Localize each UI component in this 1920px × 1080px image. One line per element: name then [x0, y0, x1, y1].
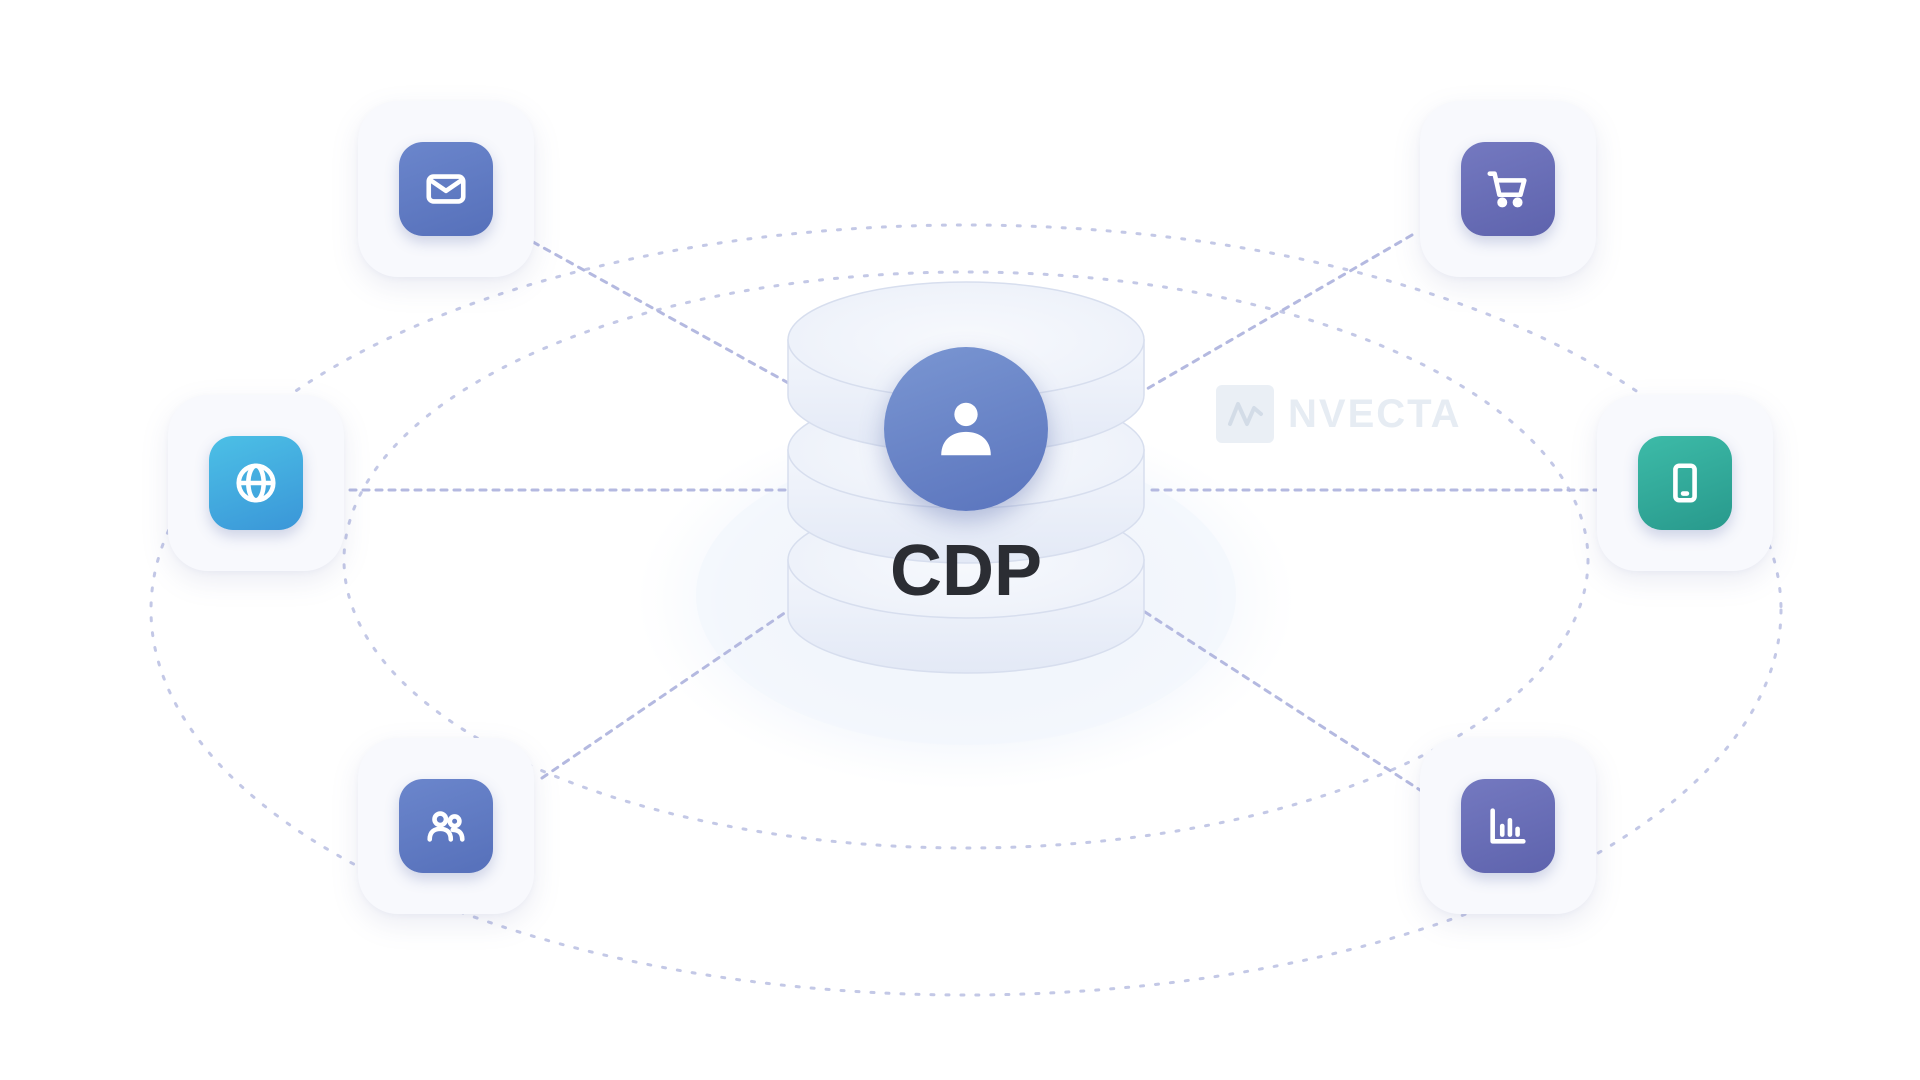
connector-community — [540, 610, 788, 780]
node-web-tile — [209, 436, 303, 530]
bar-chart-icon — [1490, 808, 1526, 844]
globe-icon — [236, 463, 276, 503]
node-ecommerce-tile — [1461, 142, 1555, 236]
watermark-text: NVECTA — [1288, 391, 1462, 436]
node-mobile-tile — [1638, 436, 1732, 530]
connector-email — [531, 240, 794, 387]
cart-icon — [1487, 171, 1527, 208]
node-email[interactable] — [358, 101, 534, 277]
node-ecommerce[interactable] — [1420, 101, 1596, 277]
orbit-ring-inner — [342, 270, 1590, 850]
users-icon — [427, 811, 465, 842]
user-icon — [941, 402, 991, 456]
node-analytics-tile — [1461, 779, 1555, 873]
smartphone-icon — [1673, 463, 1697, 503]
nvecta-logo-icon — [1216, 385, 1274, 443]
cdp-label: CDP — [889, 531, 1042, 611]
orbit-ring-outer — [149, 223, 1783, 997]
node-email-tile — [399, 142, 493, 236]
nvecta-watermark: NVECTA — [1216, 385, 1461, 443]
node-web[interactable] — [168, 395, 344, 571]
node-mobile[interactable] — [1597, 395, 1773, 571]
cdp-hub-avatar — [884, 347, 1048, 511]
node-analytics[interactable] — [1420, 738, 1596, 914]
connector-ecommerce — [1143, 233, 1414, 392]
node-community-tile — [399, 779, 493, 873]
mail-icon — [426, 174, 466, 204]
node-community[interactable] — [358, 738, 534, 914]
connector-analytics — [1143, 610, 1422, 792]
database-stack — [787, 281, 1145, 674]
